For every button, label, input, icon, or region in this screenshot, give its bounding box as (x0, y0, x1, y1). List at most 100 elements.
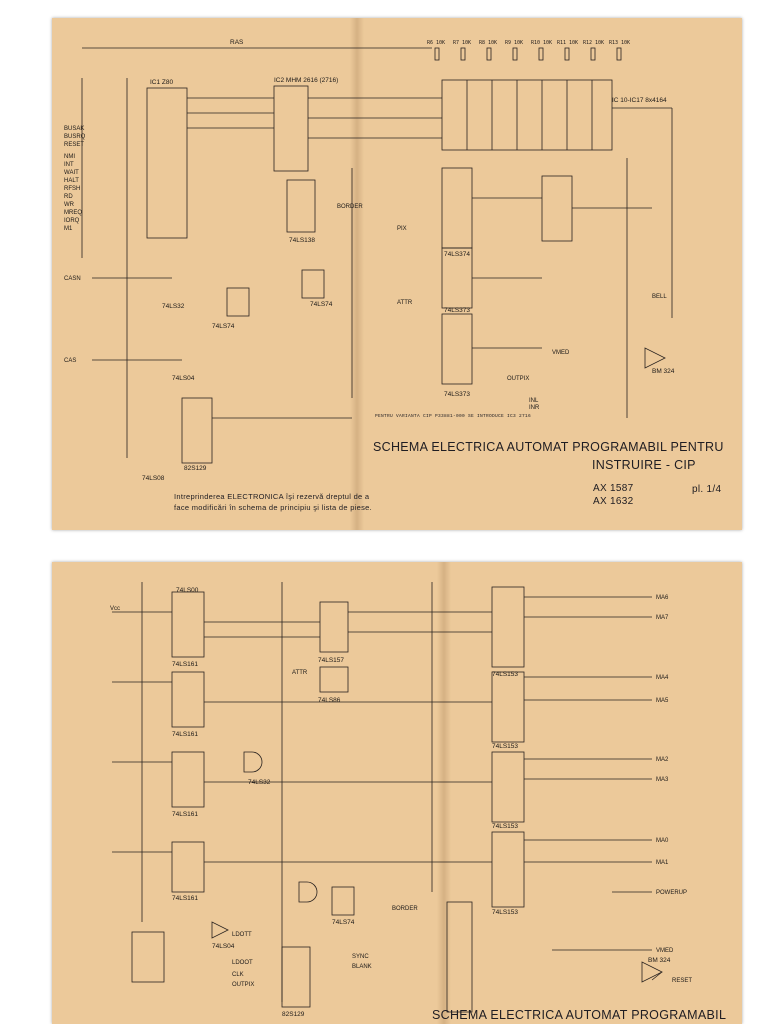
ic129-label: 82S129 (184, 465, 207, 472)
sig-clk: CLK (232, 972, 244, 978)
sig-cas: CAS (64, 358, 76, 364)
resistor-row (434, 47, 622, 61)
res-r9: R9 10K (505, 40, 523, 46)
opamp-symbol (641, 961, 663, 983)
ic161d-box (171, 841, 205, 893)
res-r11: R11 10K (557, 40, 578, 46)
ic86-label: 74LS86 (318, 697, 341, 704)
ras-label: RAS (230, 39, 244, 46)
ic161b-box (171, 671, 205, 728)
drawing-code-2: AX 1632 (593, 496, 634, 507)
sig-vmed: VMED (552, 350, 570, 356)
sig-halt: HALT (64, 178, 79, 184)
ic161b-label: 74LS161 (172, 731, 198, 738)
ic157-box (319, 601, 349, 653)
sig-reset: RESET (64, 142, 84, 148)
ic373b-box (441, 313, 473, 385)
sig-border: BORDER (392, 906, 418, 912)
res-r6: R6 10K (427, 40, 445, 46)
ic74-box (331, 886, 355, 916)
sig-nmi: NMI (64, 154, 75, 160)
ic153a-label: 74LS153 (492, 671, 518, 678)
drawing-code-1: AX 1587 (593, 483, 634, 494)
ic161c-box (171, 751, 205, 808)
ic161a-label: 74LS161 (172, 661, 198, 668)
fold-line (437, 562, 451, 1024)
ic153c-label: 74LS153 (492, 823, 518, 830)
sig-wait: WAIT (64, 170, 79, 176)
ic00-label: 74LS00 (176, 587, 199, 594)
schematic-subtitle: INSTRUIRE - CIP (592, 458, 696, 472)
ic161a-box (171, 591, 205, 658)
sig-reset: RESET (672, 978, 692, 984)
sig-vmed: VMED (656, 948, 674, 954)
sig-pix: PIX (397, 226, 407, 232)
res-r10: R10 10K (531, 40, 552, 46)
ic2-label: IC2 MHM 2616 (2716) (274, 77, 338, 84)
ic153b-label: 74LS153 (492, 743, 518, 750)
sig-ma3: MA3 (656, 777, 669, 783)
ic1-label: IC1 Z80 (150, 79, 174, 86)
res-r12: R12 10K (583, 40, 604, 46)
ic2-eprom-box (273, 85, 309, 172)
res-r8: R8 10K (479, 40, 497, 46)
nand-gate-symbol (243, 751, 263, 773)
schematic-sheet-2: 74LS161 74LS161 74LS161 74LS161 74LS153 … (52, 562, 742, 1024)
ic373c-box (541, 175, 573, 242)
ic324-label: BM 324 (652, 368, 675, 375)
ic157-label: 74LS157 (318, 657, 344, 664)
fold-line (350, 18, 364, 530)
sig-vcc: Vcc (110, 606, 120, 612)
variant-note: PENTRU VARIANTA CIP P33881-000 SE INTROD… (375, 414, 532, 419)
ic74-box-b (226, 287, 250, 317)
sig-casn: CASN (64, 276, 81, 282)
sig-sync: SYNC (352, 954, 369, 960)
ic00-label: 74LS08 (142, 475, 165, 482)
sig-outpix: OUTPIX (507, 376, 529, 382)
sig-attr: ATTR (397, 300, 413, 306)
schematic-title: SCHEMA ELECTRICA AUTOMAT PROGRAMABIL PEN… (432, 1008, 726, 1024)
ic153d-label: 74LS153 (492, 909, 518, 916)
sig-outpix: OUTPIX (232, 982, 254, 988)
and-gate-symbol (298, 881, 318, 903)
sig-m1: M1 (64, 226, 73, 232)
ic86-box (319, 666, 349, 693)
res-r13: R13 10K (609, 40, 630, 46)
sig-bell: BELL (652, 294, 667, 300)
sig-iorq: IORQ (64, 218, 80, 224)
sig-rd: RD (64, 194, 73, 200)
schematic-title: SCHEMA ELECTRICA AUTOMAT PROGRAMABIL PEN… (373, 440, 724, 454)
sig-ma1: MA1 (656, 860, 669, 866)
sig-busak: BUSAK (64, 126, 84, 132)
ic153d-box (491, 831, 525, 908)
sig-ldoot: LDOOT (232, 960, 253, 966)
buffer-symbol (211, 921, 229, 939)
ic374-label: 74LS374 (444, 251, 470, 258)
ic138-label: 74LS138 (289, 237, 315, 244)
sig-ma4: MA4 (656, 675, 669, 681)
ic161e-box (131, 931, 165, 983)
sig-mreq: MREQ (64, 210, 82, 216)
ic153c-box (491, 751, 525, 823)
sig-ma5: MA5 (656, 698, 669, 704)
plate-number: pl. 1/4 (692, 484, 722, 495)
ic129-box (181, 397, 213, 464)
ic373a-label: 74LS373 (444, 307, 470, 314)
eprom-connector-box (446, 901, 473, 1013)
ic32-label: 74LS32 (248, 779, 271, 786)
rights-note-line2: face modificări în schema de principiu ş… (174, 503, 373, 512)
ic129-box (281, 946, 311, 1008)
ic74a-label: 74LS74 (310, 301, 333, 308)
sig-inr: INR (529, 405, 540, 411)
ic153a-box (491, 586, 525, 668)
ic129-label: 82S129 (282, 1011, 305, 1018)
ic74b-label: 74LS74 (212, 323, 235, 330)
schematic-sheet-1: RAS IC1 Z80 IC2 MHM 2616 (2716) 74LS138 … (52, 18, 742, 530)
ic1-z80-box (146, 87, 188, 239)
sig-inl: INL (529, 398, 539, 404)
res-r7: R7 10K (453, 40, 471, 46)
schematic-drawing-2: 74LS161 74LS161 74LS161 74LS161 74LS153 … (110, 582, 692, 1018)
sig-border: BORDER (337, 204, 363, 210)
sig-powerup: POWERUP (656, 890, 687, 896)
sig-ma6: MA6 (656, 595, 669, 601)
